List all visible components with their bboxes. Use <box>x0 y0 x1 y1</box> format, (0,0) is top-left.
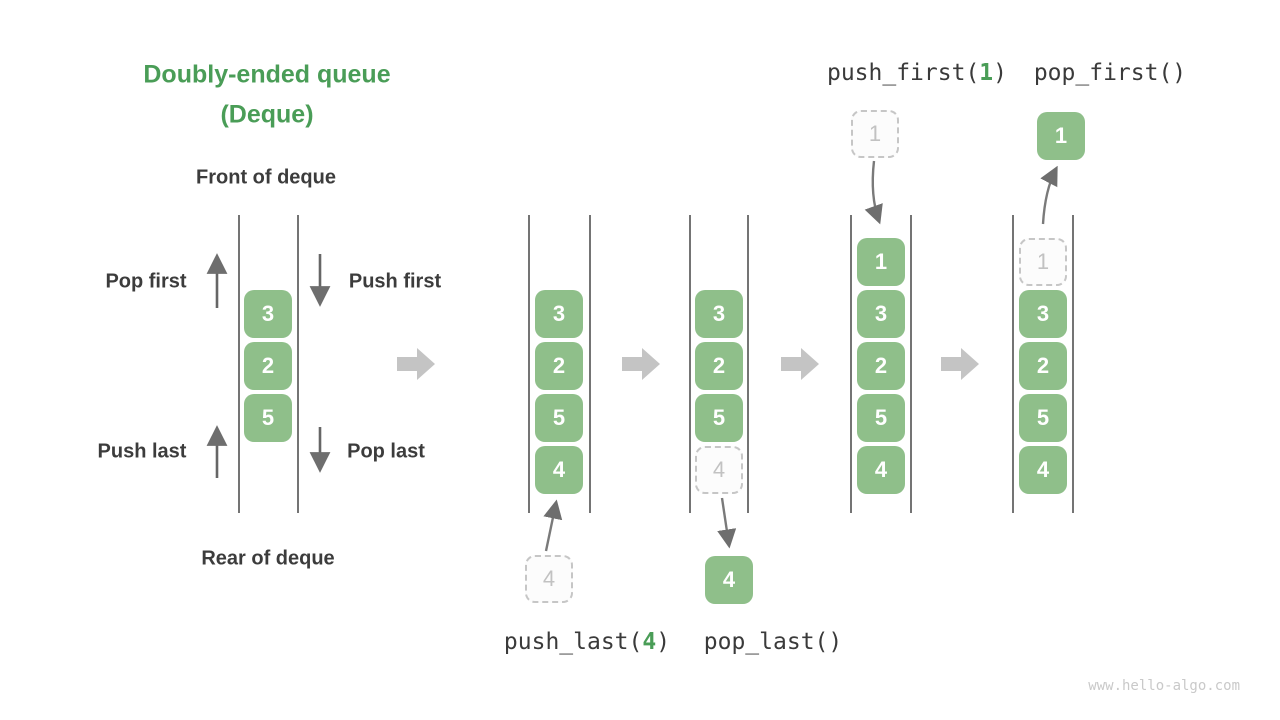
op-pop-last: pop_last() <box>703 629 843 655</box>
deque-item-ghost: 4 <box>695 446 743 494</box>
push-last-label: Push last <box>97 440 187 463</box>
op-push-last-suffix: ) <box>656 629 671 655</box>
op-push-last-prefix: push_last( <box>503 629 643 655</box>
deque-item: 2 <box>535 342 583 390</box>
transition-arrow-icon <box>781 348 819 380</box>
deque-item: 3 <box>244 290 292 338</box>
queue-walls <box>238 215 1074 513</box>
deque-item-popped: 4 <box>705 556 753 604</box>
op-push-first-prefix: push_first( <box>826 60 980 86</box>
flow-arrows <box>543 160 1058 552</box>
deque-item: 1 <box>857 238 905 286</box>
page-title-line1: Doubly-ended queue <box>143 60 391 89</box>
deque-item: 5 <box>535 394 583 442</box>
transition-arrow-icon <box>622 348 660 380</box>
deque-item: 5 <box>1019 394 1067 442</box>
push-first-flow-arrow-icon <box>864 160 883 225</box>
transition-arrows <box>397 348 979 380</box>
deque-item: 4 <box>1019 446 1067 494</box>
deque-item: 3 <box>1019 290 1067 338</box>
deque-item: 4 <box>535 446 583 494</box>
op-pop-first: pop_first() <box>1033 60 1187 86</box>
pop-first-label: Pop first <box>105 270 187 293</box>
op-push-last: push_last(4) <box>504 629 670 655</box>
transition-arrow-icon <box>397 348 435 380</box>
deque-item: 3 <box>535 290 583 338</box>
deque-item: 4 <box>857 446 905 494</box>
op-push-first-arg: 1 <box>979 60 994 86</box>
deque-item: 2 <box>695 342 743 390</box>
deque-item: 3 <box>695 290 743 338</box>
op-push-last-arg: 4 <box>642 629 657 655</box>
deque-item: 3 <box>857 290 905 338</box>
deque-item: 2 <box>244 342 292 390</box>
push-first-label: Push first <box>348 270 442 293</box>
rear-of-deque-label: Rear of deque <box>201 547 335 570</box>
transition-arrow-icon <box>941 348 979 380</box>
deque-item: 2 <box>857 342 905 390</box>
pop-last-label: Pop last <box>347 440 425 463</box>
op-push-first: push_first(1) <box>827 60 1007 86</box>
front-of-deque-label: Front of deque <box>196 166 336 189</box>
deque-item: 5 <box>857 394 905 442</box>
deque-item-ghost: 1 <box>1019 238 1067 286</box>
push-last-flow-arrow-icon <box>543 499 563 552</box>
deque-item: 5 <box>244 394 292 442</box>
deque-item-ghost: 1 <box>851 110 899 158</box>
op-push-first-suffix: ) <box>993 60 1008 86</box>
page-title-line2: (Deque) <box>220 100 314 129</box>
pop-last-flow-arrow-icon <box>717 497 737 549</box>
deque-item: 2 <box>1019 342 1067 390</box>
deque-item-popped: 1 <box>1037 112 1085 160</box>
watermark: www.hello-algo.com <box>1088 678 1240 694</box>
demo-arrows <box>206 253 331 478</box>
deque-item-ghost: 4 <box>525 555 573 603</box>
pop-first-flow-arrow-icon <box>1040 165 1058 225</box>
deque-item: 5 <box>695 394 743 442</box>
